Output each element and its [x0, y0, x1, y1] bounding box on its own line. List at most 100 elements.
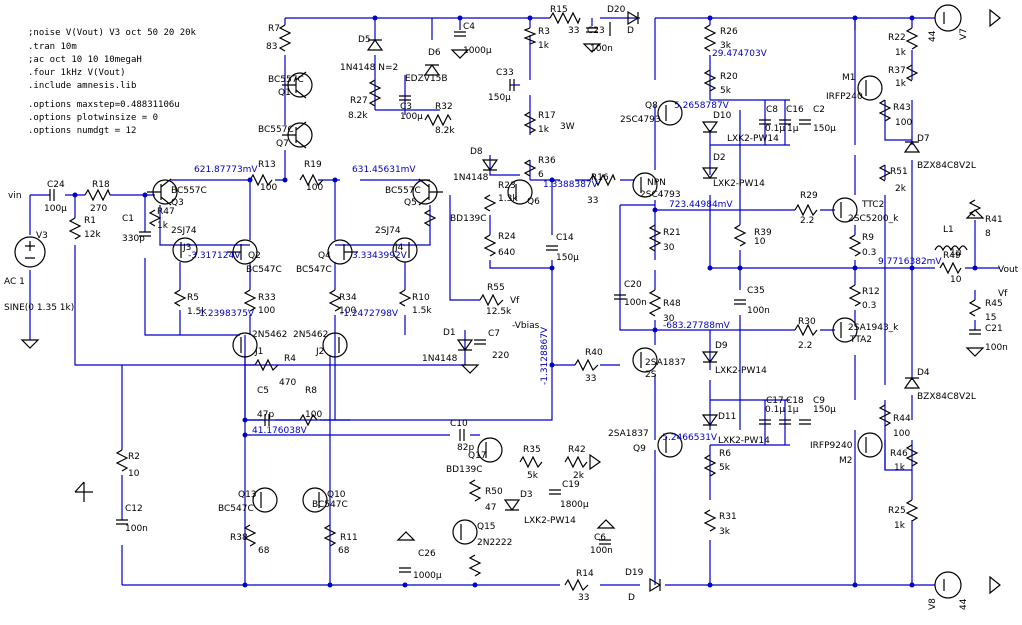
label-r12: R12 [862, 287, 880, 297]
label-r5-value: 1.5k [187, 307, 207, 317]
capacitor-c24 [49, 189, 55, 201]
label-r16-value: 33 [587, 196, 598, 206]
label-c9: C9 [813, 396, 825, 406]
probe-q8e: 5.2658787V [674, 101, 730, 111]
label-q9-value: 2SA1837 [608, 429, 649, 439]
label-r45-value: 15 [985, 313, 996, 323]
label-r30-value: 2.2 [798, 341, 812, 351]
label-r13-value: 100 [260, 183, 277, 193]
label-c23-value: 100n [590, 44, 613, 54]
capacitor-c7 [474, 339, 486, 345]
resistor-r3 [523, 27, 537, 45]
label-r55-vf: Vf [510, 296, 520, 306]
label-r49h-value: 10 [950, 275, 962, 285]
label-c12-value: 100n [125, 524, 148, 534]
label-q10: Q10 [327, 490, 346, 500]
label-j1-name: J1 [254, 347, 263, 357]
capacitor-c16 [779, 119, 791, 125]
label-vbias: -Vbias [512, 321, 540, 331]
resistor-r48 [648, 289, 662, 317]
label-c19: C19 [562, 480, 580, 490]
label-c16: C16 [786, 105, 804, 115]
label-d8: D8 [470, 147, 483, 157]
label-c35: C35 [747, 286, 765, 296]
directive-6: .options plotwinsize = 0 [28, 113, 158, 123]
resistor-r51 [878, 164, 892, 182]
directive-4: .include amnesis.lib [28, 81, 136, 91]
label-r18: R18 [92, 180, 110, 190]
voltage-probes: 621.87773mV 631.45631mV 29.474703V 5.265… [188, 49, 942, 443]
label-q7: BC557C [258, 125, 294, 135]
label-c3: C3 [400, 102, 412, 112]
label-j4-value: 2SJ74 [375, 226, 401, 236]
label-r25-value: 1k [894, 521, 906, 531]
label-ttc2: TTC2 [861, 200, 884, 210]
label-r7: R7 [268, 24, 280, 34]
ground-c21 [965, 347, 985, 357]
probe-r34: -1.2472798V [340, 309, 399, 319]
label-c17-value: 0.1µ [765, 405, 785, 415]
resistor-r19 [299, 173, 324, 187]
capacitor-c20 [614, 294, 626, 300]
label-c2-value: 150µ [813, 124, 836, 134]
label-c18: C18 [786, 396, 804, 406]
label-3w: 3W [560, 122, 575, 132]
label-r16: R16 [591, 173, 609, 183]
label-r17-value: 1k [538, 125, 550, 135]
resistor-r22 [423, 209, 437, 227]
label-r3-value: 1k [538, 41, 550, 51]
label-r26-value: 3k [720, 41, 732, 51]
label-r46: R46 [890, 449, 908, 459]
label-d4: D4 [917, 368, 930, 378]
label-d3: D3 [520, 490, 533, 500]
inductor-l1 [934, 245, 968, 252]
label-c26: C26 [418, 549, 436, 559]
label-c16-value: 1µ [787, 124, 799, 134]
probe-q5e: 631.45631mV [352, 165, 416, 175]
label-r14: R14 [576, 569, 594, 579]
bjt-q1 [282, 71, 313, 99]
probe-vout: 9.7716382mV [878, 257, 942, 267]
resistor-r11 [323, 524, 337, 547]
label-r37-value: 1k [895, 79, 907, 89]
resistor-r43 [878, 99, 892, 122]
label-q8-value: 2SC4793 [620, 115, 661, 125]
label-c7: C7 [488, 329, 500, 339]
label-j1: 2N5462 [252, 330, 287, 340]
source-labels: V3 AC 1 SINE(0 1.35 1k) V7 44 V8 44 [4, 28, 969, 610]
label-c33: C33 [496, 68, 514, 78]
label-q8: Q8 [645, 101, 658, 111]
capacitor-c5 [264, 414, 270, 426]
label-r38: R38 [230, 533, 248, 543]
label-q3-name: Q3 [171, 198, 184, 208]
label-c35-value: 100n [747, 306, 770, 316]
resistor-r35 [519, 455, 543, 469]
src-v3-sine: SINE(0 1.35 1k) [4, 303, 74, 313]
label-d19: D19 [625, 568, 644, 578]
resistor-r45 [968, 299, 982, 317]
label-r1: R1 [84, 216, 96, 226]
resistor-r40 [574, 358, 599, 372]
label-r19: R19 [304, 160, 322, 170]
label-vout: Vout [998, 265, 1019, 275]
probe-j3: -3.317124V [188, 251, 241, 261]
bjt-q3 [147, 178, 178, 206]
resistor-r38 [243, 524, 257, 547]
label-r44: R44 [893, 414, 911, 424]
label-c2: C2 [813, 105, 825, 115]
directive-3: .four 1kHz V(Vout) [28, 68, 126, 78]
label-d4-value: BZX84C8V2L [917, 392, 976, 402]
resistor-r14 [564, 578, 589, 592]
capacitor-c19 [549, 489, 561, 495]
resistor-r1 [68, 217, 82, 240]
ground-c7 [460, 364, 480, 374]
resistor-r20 [703, 69, 717, 92]
label-d2: D2 [713, 153, 726, 163]
resistor-r13 [249, 173, 273, 187]
ground-r42 [589, 453, 602, 471]
label-q1-name: Q1 [278, 88, 291, 98]
label-d19-value: D [628, 593, 635, 603]
label-c1-value: 330p [122, 234, 145, 244]
label-r35-value: 5k [527, 471, 539, 481]
